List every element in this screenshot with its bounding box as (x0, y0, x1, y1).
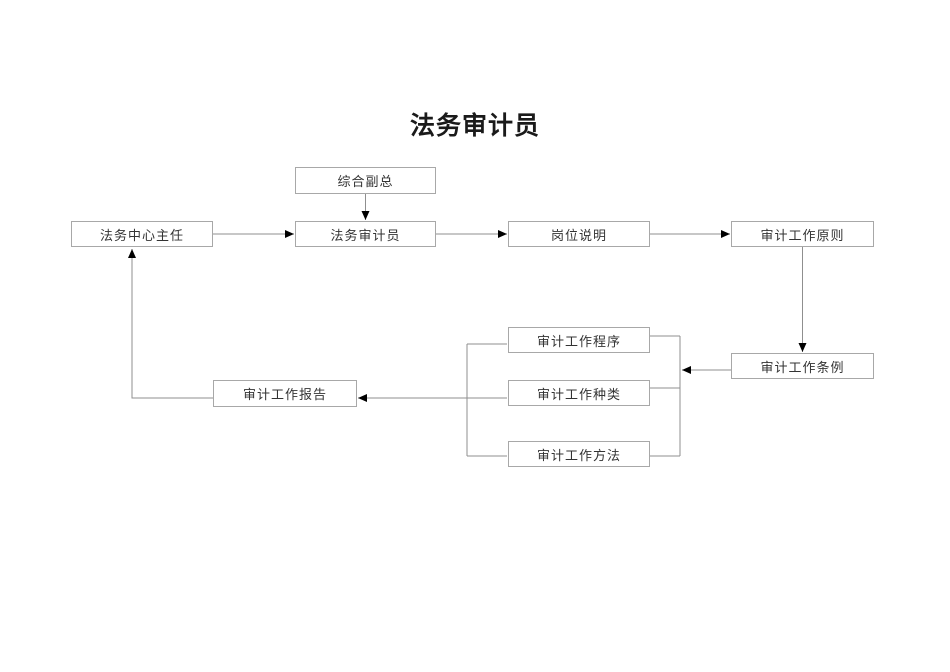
node-audit-types: 审计工作种类 (508, 380, 650, 406)
node-audit-principles: 审计工作原则 (731, 221, 874, 247)
page-title: 法务审计员 (409, 111, 540, 140)
node-legal-center-director: 法务中心主任 (71, 221, 213, 247)
edge-report-to-director (128, 249, 213, 399)
node-audit-methods: 审计工作方法 (508, 441, 650, 467)
node-legal-auditor: 法务审计员 (295, 221, 436, 247)
node-job-description: 岗位说明 (508, 221, 650, 247)
node-audit-procedures: 审计工作程序 (508, 327, 650, 353)
node-vp: 综合副总 (295, 167, 436, 194)
node-audit-report: 审计工作报告 (213, 380, 357, 407)
node-audit-regulations: 审计工作条例 (731, 353, 874, 379)
